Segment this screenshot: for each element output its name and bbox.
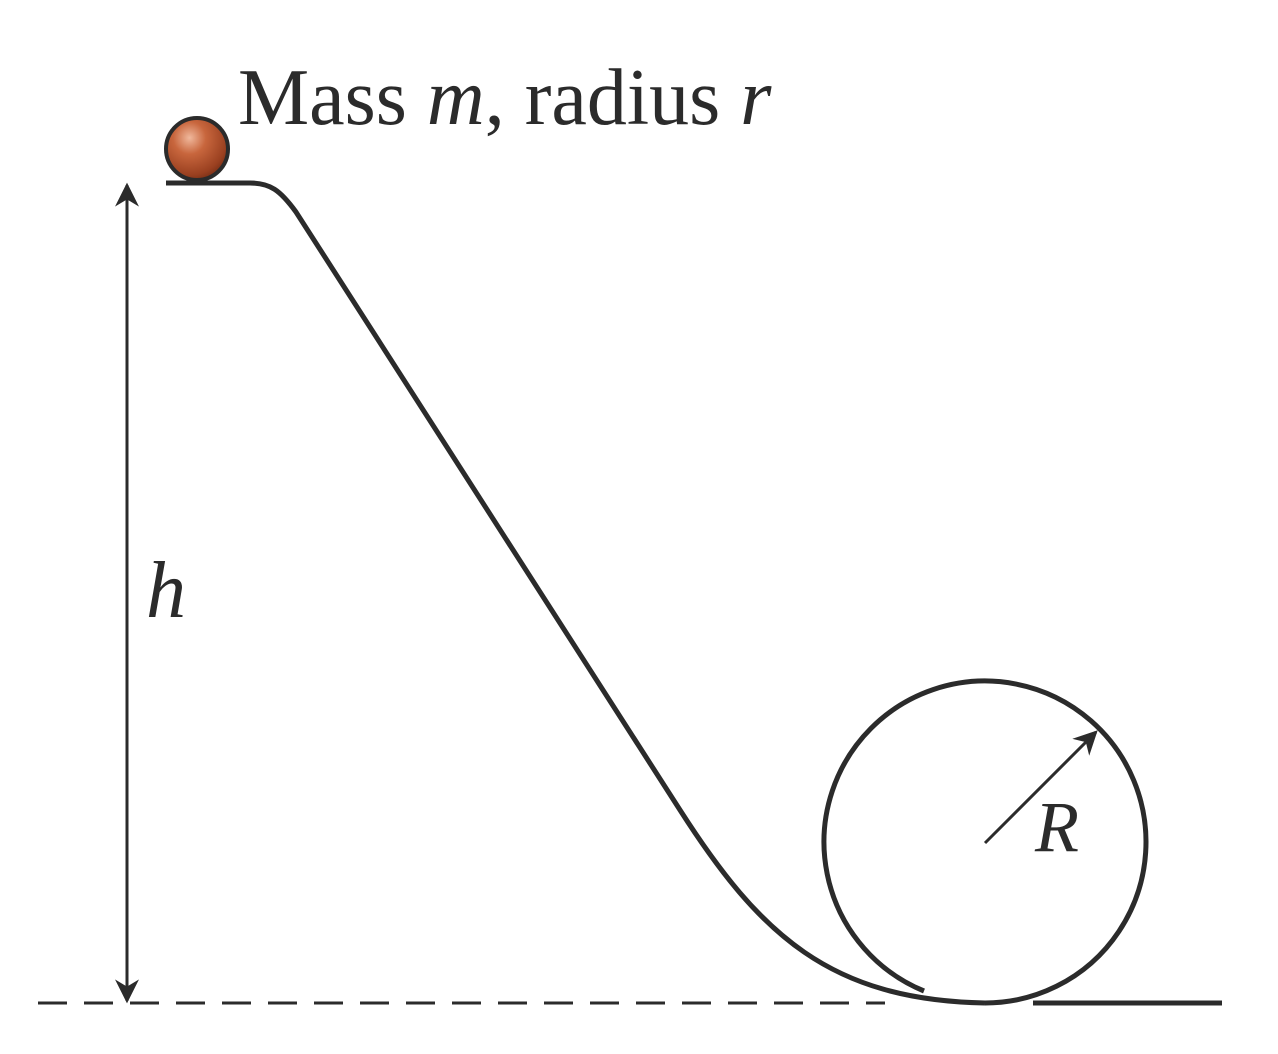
height-label: h: [146, 547, 186, 635]
radius-arrow: [983, 730, 1098, 845]
loop-track: [821, 678, 1149, 1006]
ramp-track: [166, 180, 986, 1006]
mass-symbol-text: m: [427, 54, 485, 142]
loop-radius-label: R: [1034, 787, 1079, 867]
mass-radius-label: Mass m, radius r: [238, 54, 772, 142]
ball: [164, 116, 230, 182]
radius-symbol-text: r: [740, 54, 772, 142]
mass-prefix-text: Mass: [238, 54, 427, 142]
radius-prefix-text: , radius: [485, 54, 741, 142]
